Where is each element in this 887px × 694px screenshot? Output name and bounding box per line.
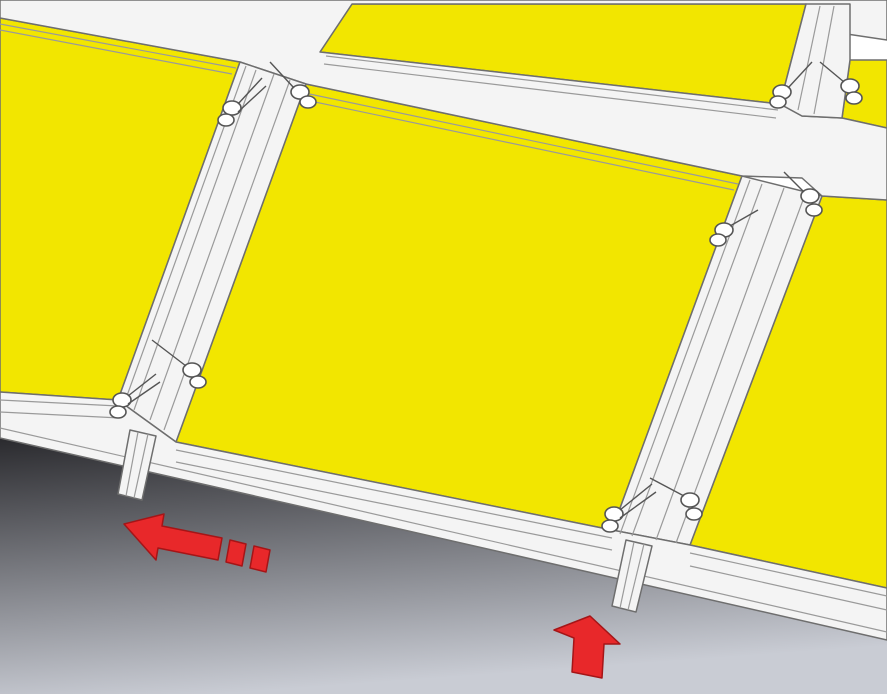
ceiling-clip-icon bbox=[819, 61, 863, 105]
hanging-tee-stubs bbox=[117, 429, 653, 613]
ceiling-clip-icon bbox=[709, 209, 759, 247]
tee-stub-left bbox=[117, 429, 157, 501]
arrow-left-icon bbox=[123, 513, 271, 573]
ceiling-clip-icon bbox=[109, 373, 161, 419]
ceiling-clip-icon bbox=[269, 61, 317, 109]
ceiling-clip-icon bbox=[217, 77, 267, 127]
frame-bevel-lines bbox=[0, 5, 887, 633]
direction-arrows bbox=[123, 513, 621, 679]
arrow-up-icon bbox=[553, 615, 621, 679]
tee-stub-right bbox=[611, 539, 653, 613]
ceiling-clip-icon bbox=[783, 171, 823, 217]
ceiling-clip-icon bbox=[601, 483, 657, 533]
ceiling-clip-icon bbox=[649, 477, 703, 521]
ceiling-clip-icon bbox=[151, 339, 207, 389]
clip-connectors bbox=[109, 61, 863, 533]
wall-surface bbox=[0, 438, 887, 694]
ceiling-clip-icon bbox=[769, 61, 813, 109]
